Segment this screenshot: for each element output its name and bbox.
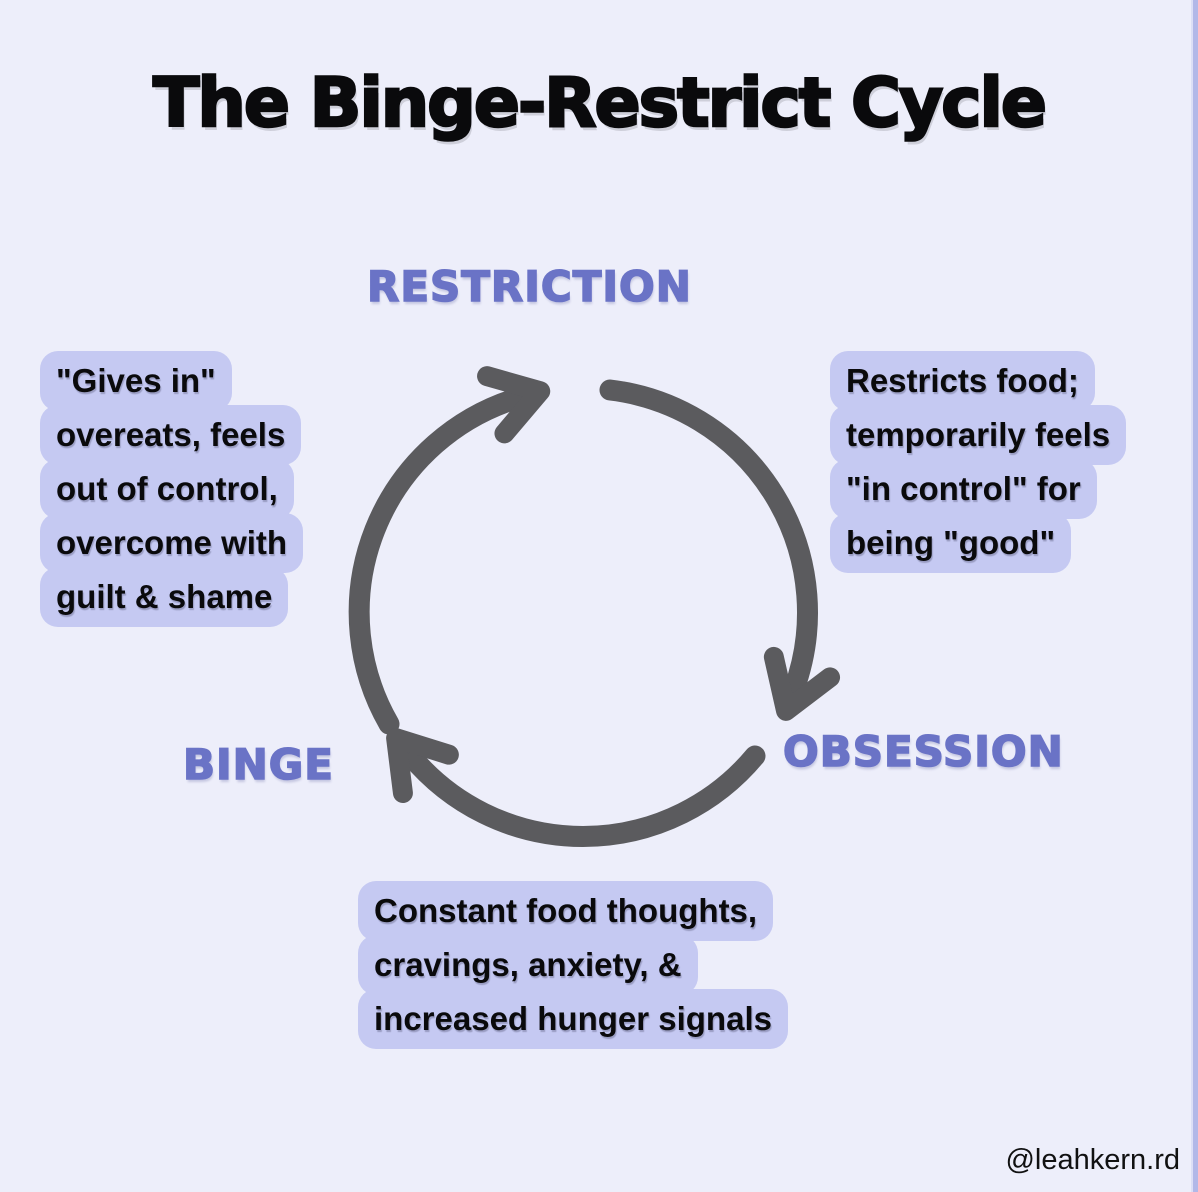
note-line: out of control, — [40, 459, 294, 519]
right-edge-stripe — [1191, 0, 1198, 1192]
note-line: cravings, anxiety, & — [358, 935, 698, 995]
cycle-arc-bottom-arrow-icon — [386, 728, 766, 847]
note-box-binge: "Gives in" overeats, feels out of contro… — [40, 351, 304, 627]
watermark-handle: @leahkern.rd — [1005, 1144, 1180, 1176]
cycle-arc-left-arrow-icon — [348, 366, 551, 735]
note-line: being "good" — [830, 513, 1072, 573]
note-line: increased hunger signals — [358, 989, 788, 1049]
page-title: The Binge-Restrict Cycle — [152, 63, 1048, 145]
note-line: Constant food thoughts, — [358, 881, 774, 941]
cycle-arc-right-arrow-icon — [599, 379, 841, 721]
note-box-restriction: Restricts food; temporarily feels "in co… — [830, 351, 1127, 573]
note-box-obsession: Constant food thoughts, cravings, anxiet… — [358, 881, 788, 1049]
stage-label-binge: BINGE — [182, 739, 334, 790]
stage-label-restriction: RESTRICTION — [366, 261, 692, 312]
note-line: temporarily feels — [830, 405, 1127, 465]
note-line: "in control" for — [830, 459, 1097, 519]
note-line: guilt & shame — [40, 567, 289, 627]
note-line: overeats, feels — [40, 405, 302, 465]
stage-label-obsession: OBSESSION — [782, 726, 1064, 777]
note-line: "Gives in" — [40, 351, 232, 411]
note-line: overcome with — [40, 513, 304, 573]
note-line: Restricts food; — [830, 351, 1095, 411]
